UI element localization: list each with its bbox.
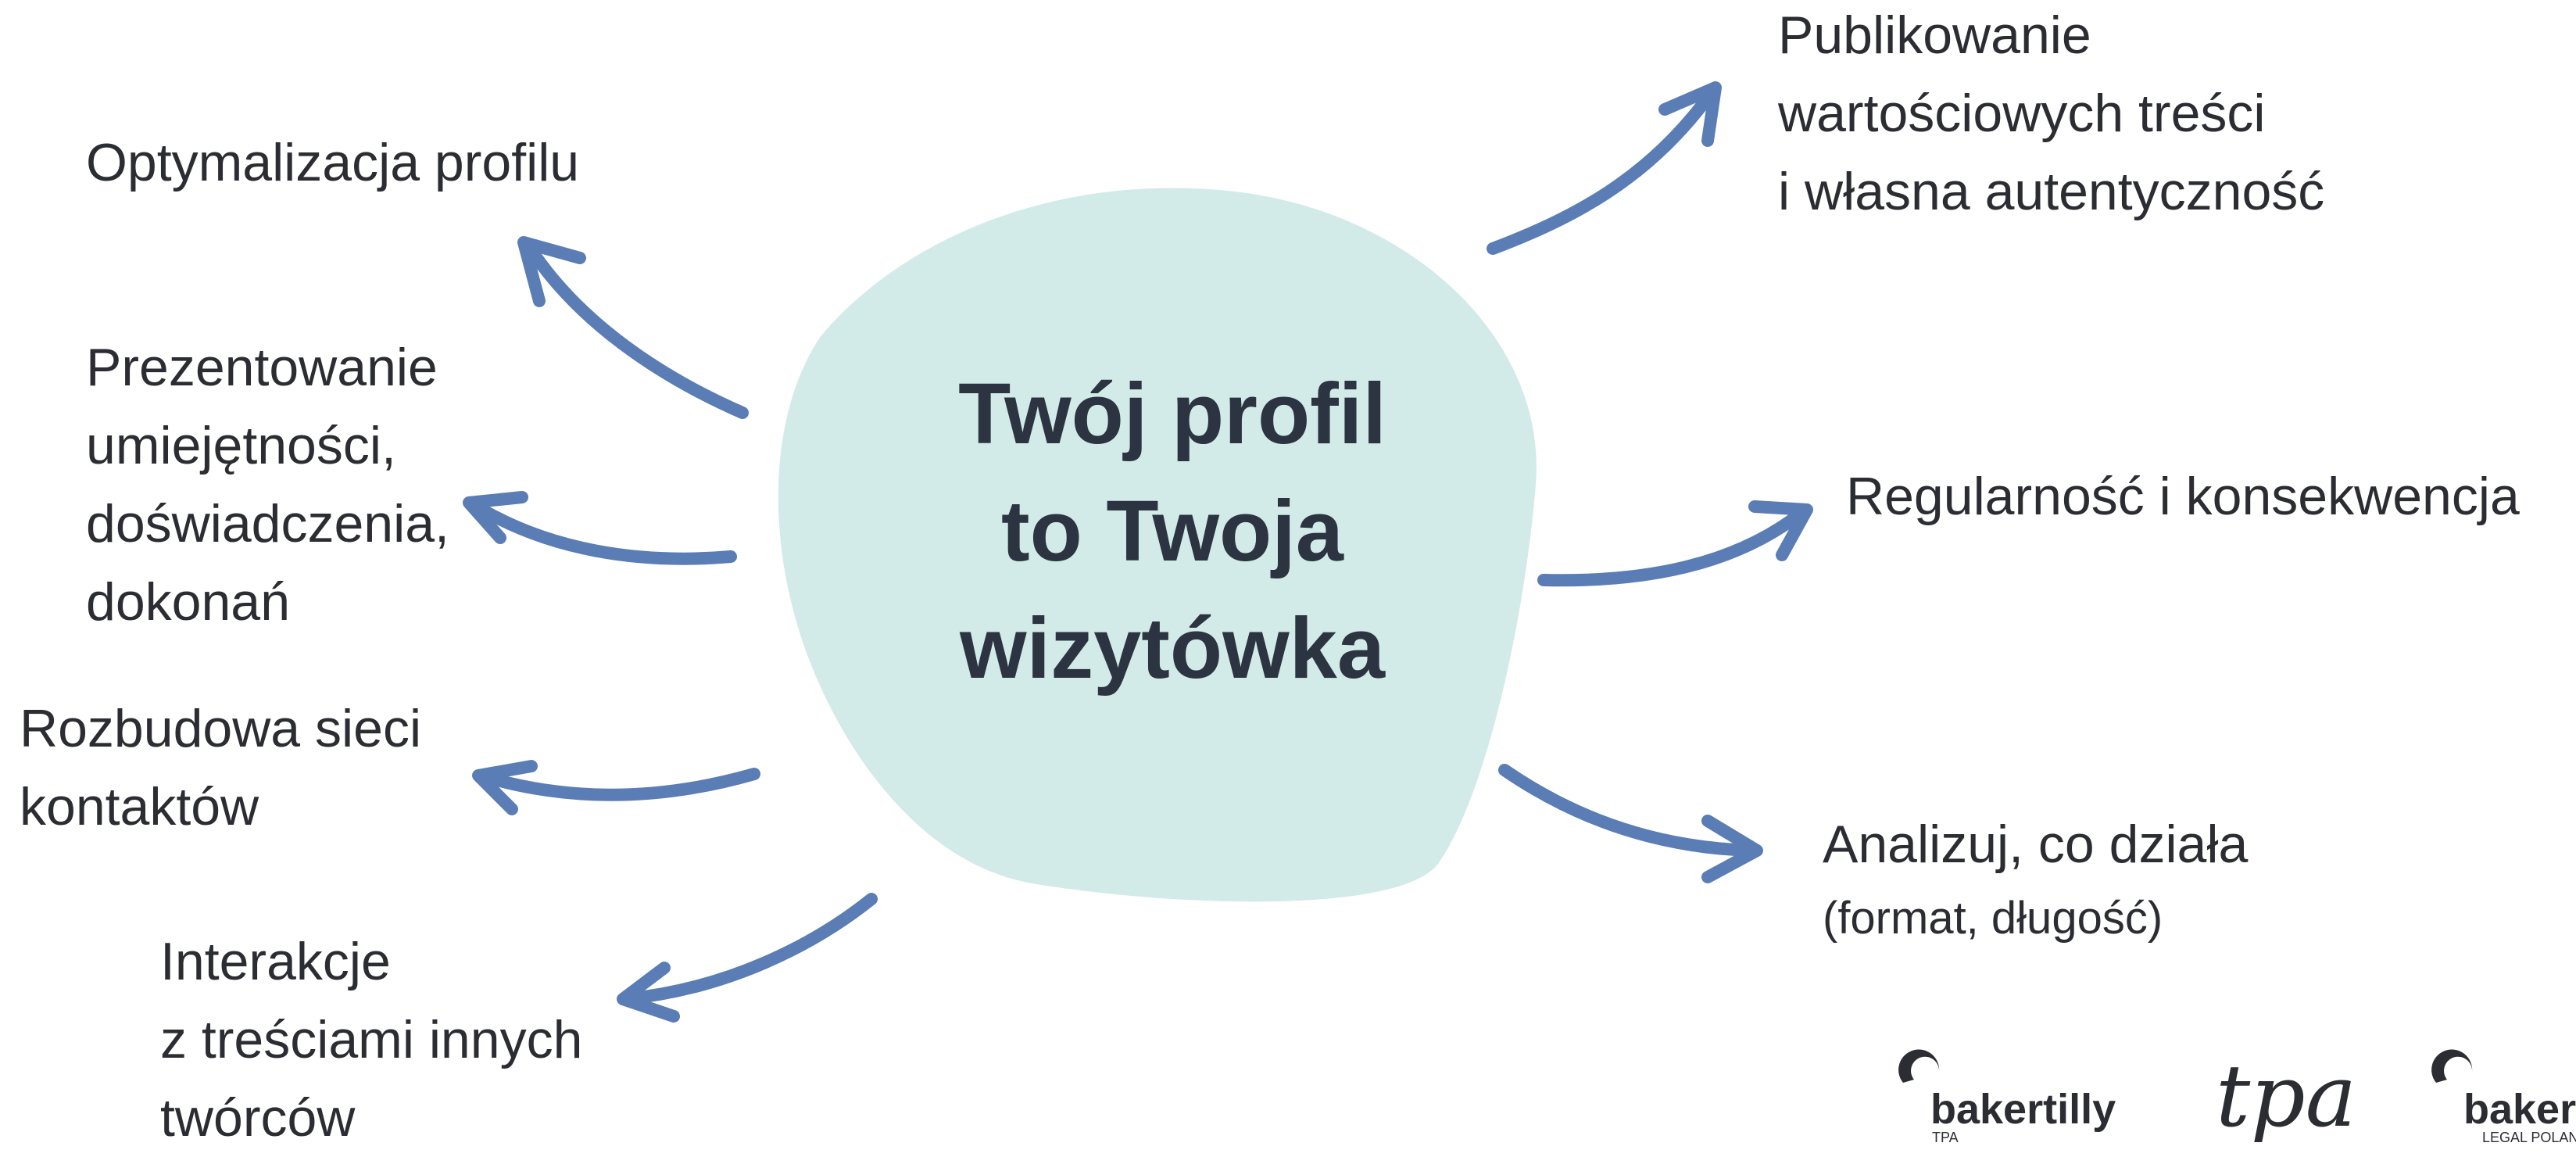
label-line: i własna autentyczność: [1778, 162, 2325, 221]
label-line: Regularność i konsekwencja: [1846, 467, 2520, 526]
central-blob: [778, 188, 1537, 902]
logo-tpa: tpa: [2216, 1046, 2356, 1142]
label-analizuj: Analizuj, co działa (format, długość): [1823, 805, 2248, 954]
label-line: wartościowych treści: [1778, 84, 2266, 143]
label-publikowanie: Publikowanie wartościowych treści i włas…: [1778, 0, 2324, 231]
label-line: Interakcje: [160, 932, 391, 991]
label-line: Publikowanie: [1778, 5, 2091, 65]
label-line: Analizuj, co działa: [1823, 815, 2249, 874]
bakertilly-logo-sub: TPA: [1932, 1130, 1959, 1142]
arrow-regularnosc: [1537, 500, 1813, 587]
label-line: Rozbudowa sieci: [20, 699, 422, 758]
arrow-rozbudowa: [472, 760, 760, 815]
label-line: Prezentowanie: [86, 338, 438, 397]
label-line: dokonań: [86, 572, 290, 632]
center-title-line: Twój profil: [958, 366, 1386, 462]
bakertilly-legal-logo-text: baker: [2463, 1086, 2576, 1133]
label-rozbudowa: Rozbudowa sieci kontaktów: [20, 690, 421, 846]
center-title-line: to Twoja: [1001, 483, 1343, 579]
bakertilly-logo-text: bakertilly: [1930, 1086, 2116, 1133]
logo-bakertilly-legal: baker LEGAL POLAN: [2431, 1049, 2576, 1142]
logo-bakertilly: bakertilly TPA: [1898, 1049, 2116, 1142]
label-line-sub: (format, długość): [1823, 893, 2163, 944]
label-regularnosc: Regularność i konsekwencja: [1846, 457, 2520, 536]
arrow-optymalizacja: [517, 236, 749, 419]
label-interakcje: Interakcje z treściami innych twórców: [160, 922, 582, 1157]
center-title: Twój profil to Twoja wizytówka: [860, 356, 1485, 707]
tpa-logo-text: tpa: [2216, 1046, 2356, 1142]
arrow-publikowanie: [1487, 81, 1722, 255]
center-title-line: wizytówka: [959, 600, 1386, 697]
label-line: z treściami innych: [160, 1010, 583, 1069]
label-line: twórców: [160, 1088, 356, 1148]
label-line: kontaktów: [20, 777, 259, 836]
label-optymalizacja: Optymalizacja profilu: [86, 124, 579, 202]
label-prezentowanie: Prezentowanie umiejętności, doświadczeni…: [86, 328, 449, 641]
label-line: doświadczenia,: [86, 494, 449, 553]
bakertilly-legal-logo-sub: LEGAL POLAN: [2482, 1130, 2576, 1142]
label-line: umiejętności,: [86, 416, 396, 475]
bakertilly-legal-mark-icon: [2431, 1049, 2473, 1083]
label-line: Optymalizacja profilu: [86, 133, 580, 192]
arrow-analizuj: [1498, 764, 1763, 883]
bakertilly-mark-icon: [1898, 1049, 1940, 1083]
arrow-prezentowanie: [463, 491, 737, 565]
arrow-interakcje: [617, 893, 878, 1023]
